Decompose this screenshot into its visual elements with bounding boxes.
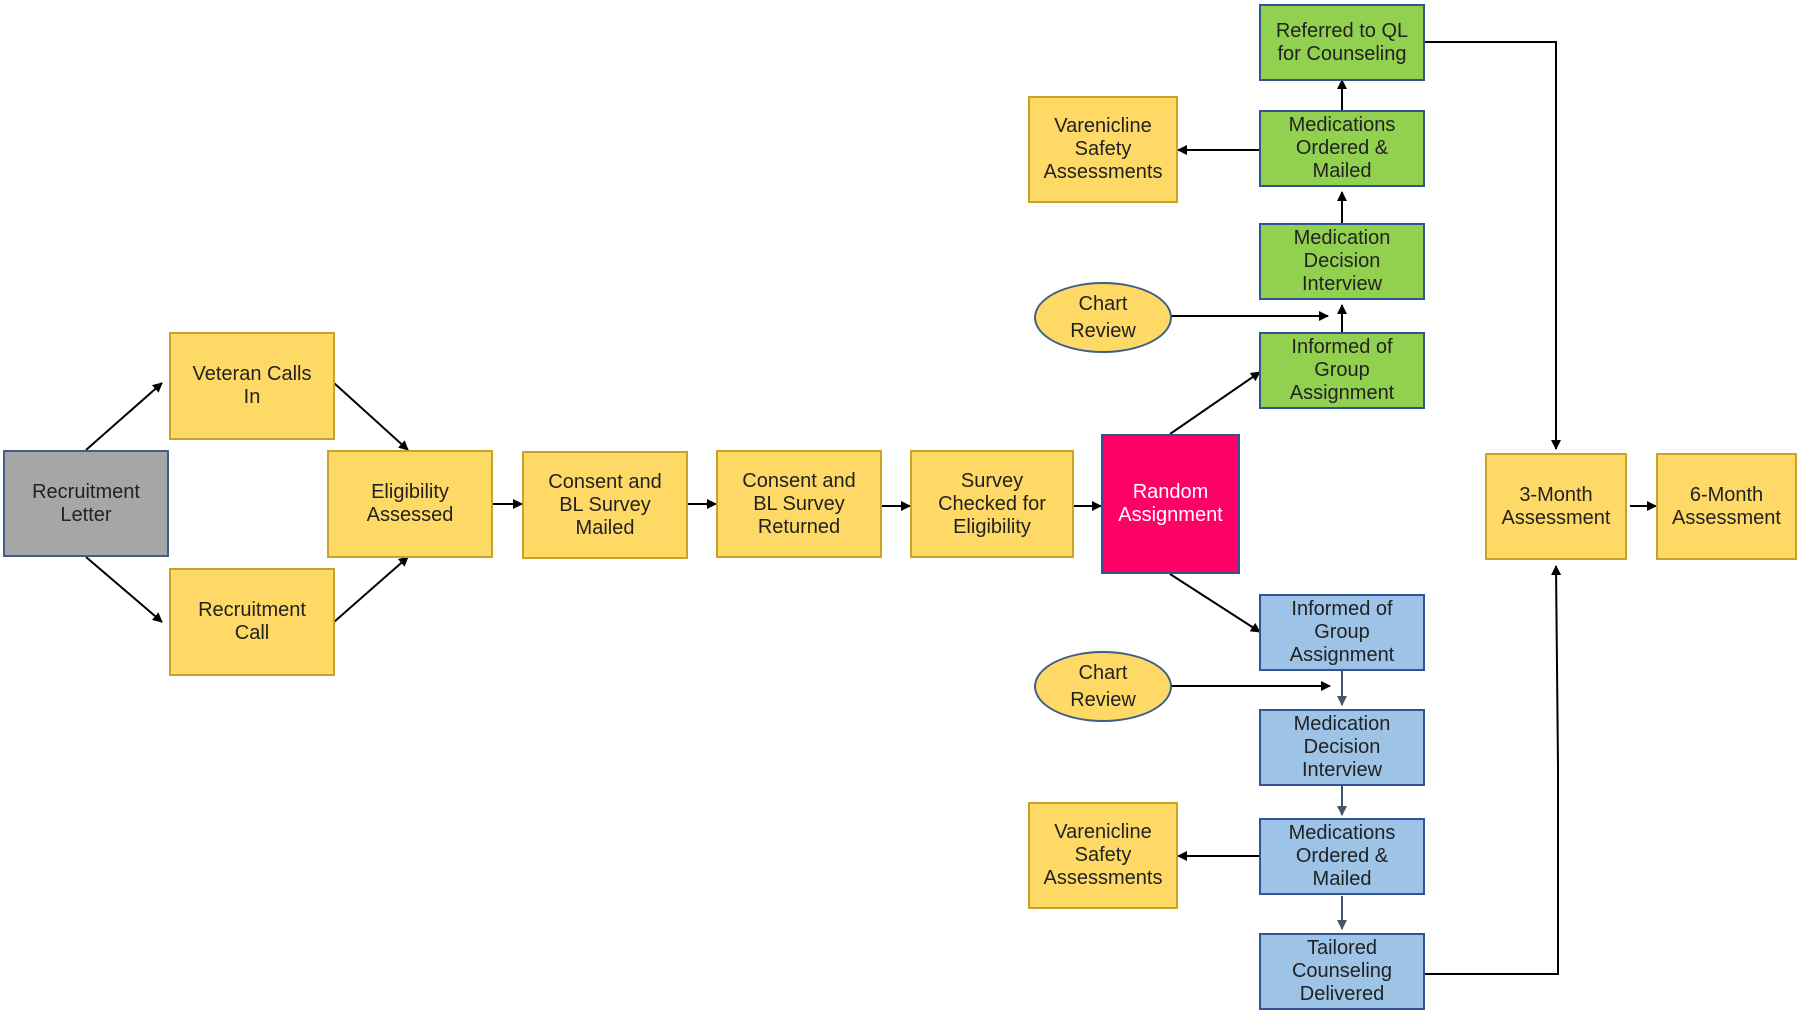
consent-mailed-node: Consent and BL Survey Mailed [522, 451, 688, 559]
blue-chart-review-node: Chart Review [1034, 651, 1172, 722]
blue-tailored-label: Tailored Counseling Delivered [1291, 937, 1393, 1005]
recruitment-call-node: Recruitment Call [169, 568, 335, 676]
blue-chart-review-label: Chart Review [1070, 661, 1136, 711]
survey-checked-node: Survey Checked for Eligibility [910, 450, 1074, 558]
six-month-node: 6-Month Assessment [1656, 453, 1797, 560]
green-chart-review-label: Chart Review [1070, 292, 1136, 342]
veteran-calls-in-label: Veteran Calls In [192, 363, 312, 408]
blue-varenicline-node: Varenicline Safety Assessments [1028, 802, 1178, 909]
blue-tailored-node: Tailored Counseling Delivered [1259, 933, 1425, 1010]
green-informed-label: Informed of Group Assignment [1289, 336, 1395, 404]
random-assignment-node: Random Assignment [1101, 434, 1240, 574]
green-informed-node: Informed of Group Assignment [1259, 332, 1425, 409]
recruitment-call-label: Recruitment Call [198, 599, 306, 644]
green-meds-ordered-node: Medications Ordered & Mailed [1259, 110, 1425, 187]
edge-letter-to-recruitment-call [85, 556, 163, 623]
recruitment-letter-node: Recruitment Letter [3, 450, 169, 557]
green-med-decision-label: Medication Decision Interview [1293, 227, 1391, 295]
edge-tailored-to-3month [1425, 565, 1562, 975]
three-month-label: 3-Month Assessment [1501, 483, 1611, 529]
blue-meds-ordered-label: Medications Ordered & Mailed [1288, 822, 1396, 890]
eligibility-assessed-node: Eligibility Assessed [327, 450, 493, 558]
random-assignment-label: Random Assignment [1118, 481, 1223, 526]
green-referred-node: Referred to QL for Counseling [1259, 4, 1425, 81]
blue-informed-label: Informed of Group Assignment [1289, 598, 1395, 666]
green-chart-review-node: Chart Review [1034, 282, 1172, 353]
edge-random-to-green-informed [1169, 371, 1261, 435]
green-varenicline-node: Varenicline Safety Assessments [1028, 96, 1178, 203]
blue-med-decision-node: Medication Decision Interview [1259, 709, 1425, 786]
blue-meds-ordered-node: Medications Ordered & Mailed [1259, 818, 1425, 895]
edge-recruitment-call-to-eligibility [333, 556, 409, 623]
edge-letter-to-calls-in [85, 382, 163, 451]
edge-calls-in-to-eligibility [333, 382, 409, 451]
blue-varenicline-label: Varenicline Safety Assessments [1043, 821, 1163, 889]
eligibility-assessed-label: Eligibility Assessed [366, 481, 454, 526]
green-meds-ordered-label: Medications Ordered & Mailed [1288, 114, 1396, 182]
six-month-label: 6-Month Assessment [1672, 483, 1781, 529]
veteran-calls-in-node: Veteran Calls In [169, 332, 335, 440]
green-referred-label: Referred to QL for Counseling [1275, 19, 1409, 65]
consent-returned-label: Consent and BL Survey Returned [742, 469, 856, 538]
edge-random-to-blue-informed [1169, 573, 1261, 633]
consent-mailed-label: Consent and BL Survey Mailed [548, 470, 662, 539]
blue-med-decision-label: Medication Decision Interview [1293, 713, 1391, 781]
edge-referred-to-3month [1425, 41, 1561, 450]
consent-returned-node: Consent and BL Survey Returned [716, 450, 882, 558]
three-month-node: 3-Month Assessment [1485, 453, 1627, 560]
recruitment-letter-label: Recruitment Letter [32, 480, 140, 526]
blue-informed-node: Informed of Group Assignment [1259, 594, 1425, 671]
green-med-decision-node: Medication Decision Interview [1259, 223, 1425, 300]
survey-checked-label: Survey Checked for Eligibility [938, 469, 1046, 538]
green-varenicline-label: Varenicline Safety Assessments [1043, 115, 1163, 183]
